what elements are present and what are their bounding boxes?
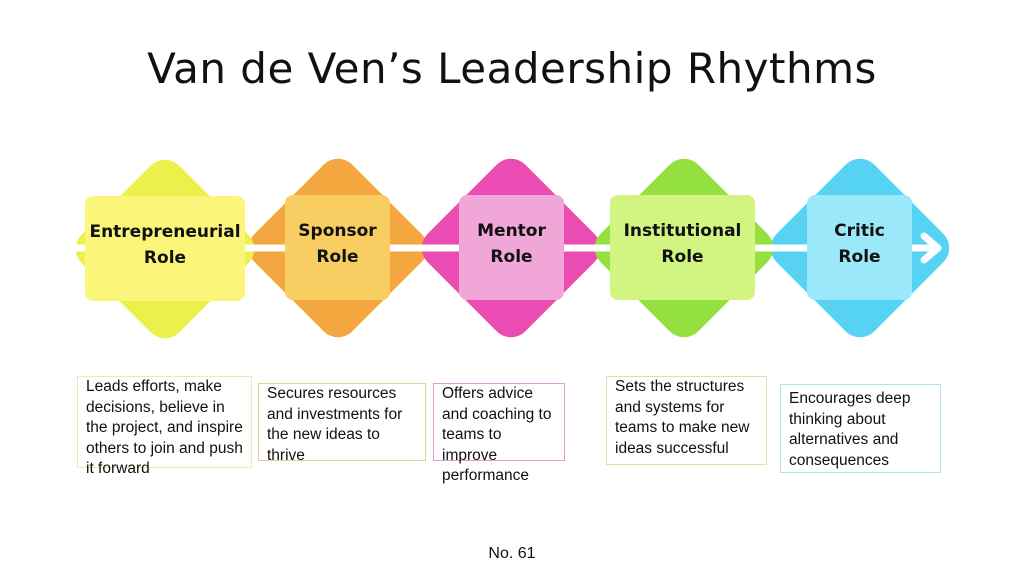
page-number: No. 61 (488, 545, 536, 562)
role-box-critic: Critic Role (807, 195, 912, 300)
arrowhead-icon (920, 232, 942, 264)
role-description-institutional: Sets the structures and systems for team… (606, 376, 767, 465)
role-description-sponsor: Secures resources and investments for th… (258, 383, 426, 464)
role-description-mentor: Offers advice and coaching to teams to i… (433, 383, 565, 484)
role-box-entrepreneurial: Entrepreneurial Role (85, 196, 245, 301)
role-box-sponsor: Sponsor Role (285, 195, 390, 300)
role-description-critic: Encourages deep thinking about alternati… (780, 384, 941, 473)
role-description-entrepreneurial: Leads efforts, make decisions, believe i… (77, 376, 252, 477)
slide-title: Van de Ven’s Leadership Rhythms (147, 44, 877, 93)
role-box-mentor: Mentor Role (459, 195, 564, 300)
role-box-institutional: Institutional Role (610, 195, 755, 300)
